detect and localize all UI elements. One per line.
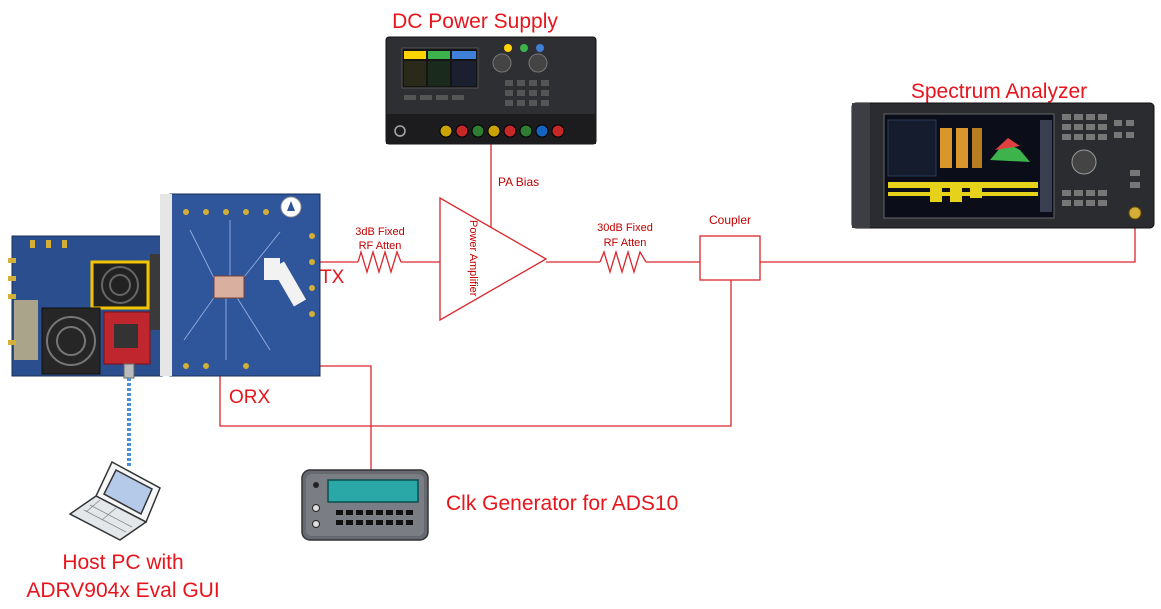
adrv904x-eval-board xyxy=(8,193,321,379)
host-pc-label-line1: Host PC with xyxy=(62,551,183,574)
analyzer-rf-connector xyxy=(1128,206,1142,220)
psu-terminal xyxy=(535,124,549,138)
clk-display xyxy=(327,479,419,503)
spectrum-analyzer xyxy=(851,102,1155,229)
clk-wire xyxy=(318,365,372,470)
atten2-resistor xyxy=(599,249,647,275)
atten1-label-line2: RF Atten xyxy=(359,240,402,252)
psu-terminal xyxy=(503,124,517,138)
host-pc-label-line2: ADRV904x Eval GUI xyxy=(26,579,219,602)
power-amplifier-label: Power Amplifier xyxy=(467,220,479,297)
atten1-label-line1: 3dB Fixed xyxy=(355,226,405,238)
atten1-resistor xyxy=(357,249,402,275)
laptop-icon xyxy=(68,460,161,541)
psu-terminal xyxy=(551,124,565,138)
transceiver-chip xyxy=(213,275,245,299)
dc-power-supply xyxy=(385,36,597,145)
psu-terminal xyxy=(487,124,501,138)
analyzer-knob xyxy=(1071,149,1097,175)
psu-power-button xyxy=(394,125,406,137)
coupler-label: Coupler xyxy=(709,213,751,227)
coupler-to-analyzer-wire xyxy=(760,226,1136,263)
atten2-label-line2: RF Atten xyxy=(604,237,647,249)
fan-icon xyxy=(41,307,101,375)
psu-terminal xyxy=(471,124,485,138)
coupler-box xyxy=(699,235,761,281)
psu-terminal xyxy=(439,124,453,138)
dc-power-supply-label: DC Power Supply xyxy=(392,10,558,33)
psu-knob-right xyxy=(528,53,548,73)
fan-icon xyxy=(90,260,150,310)
atten2-label-line1: 30dB Fixed xyxy=(597,222,653,234)
tx-label: TX xyxy=(320,267,345,288)
power-amplifier-triangle xyxy=(439,196,548,322)
clk-generator-label: Clk Generator for ADS10 xyxy=(446,492,678,515)
orx-label: ORX xyxy=(229,387,271,408)
pa-bias-label: PA Bias xyxy=(498,175,539,189)
psu-terminal xyxy=(455,124,469,138)
psu-terminal xyxy=(519,124,533,138)
clk-generator-device xyxy=(301,469,429,541)
psu-knob-left xyxy=(492,53,512,73)
usb-port xyxy=(123,363,135,379)
spectrum-analyzer-label: Spectrum Analyzer xyxy=(911,80,1087,103)
